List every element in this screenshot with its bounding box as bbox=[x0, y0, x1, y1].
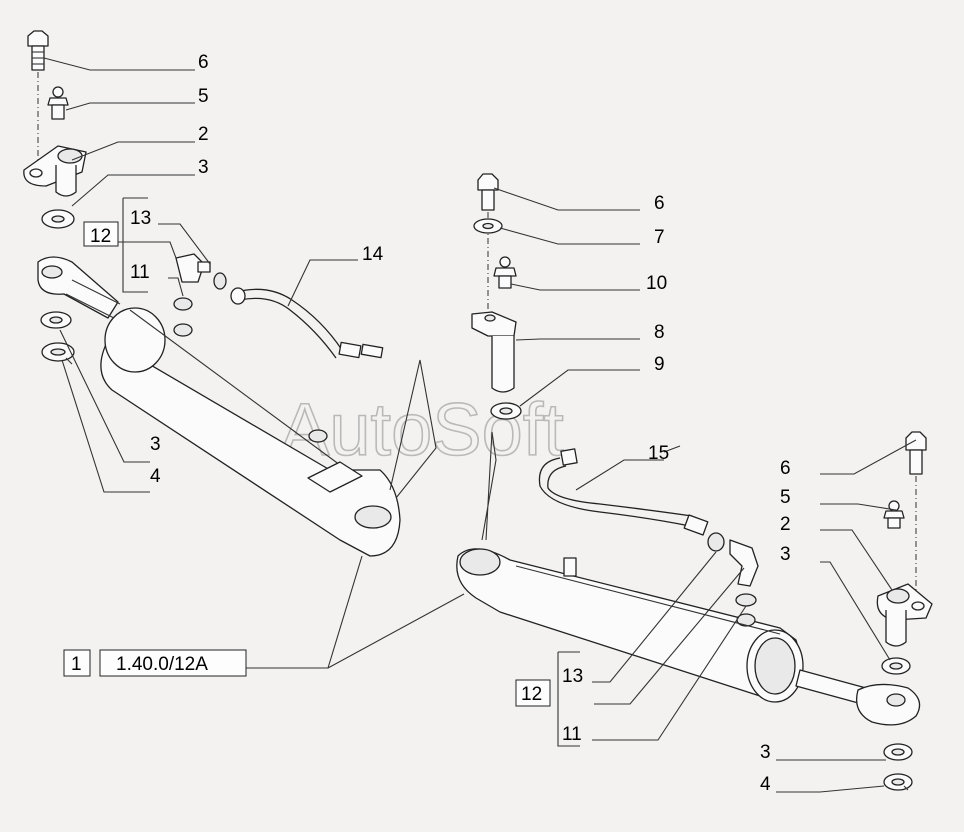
label-right-3: 3 bbox=[780, 544, 791, 565]
label-left-3b: 3 bbox=[150, 434, 161, 455]
left-snap-ring bbox=[41, 342, 75, 365]
right-bolt bbox=[905, 431, 927, 475]
label-left-12: 12 bbox=[90, 226, 111, 247]
left-cylinder bbox=[100, 307, 401, 557]
label-left-12-box bbox=[83, 221, 119, 247]
right-cylinder bbox=[456, 548, 804, 703]
label-left-5: 5 bbox=[198, 86, 209, 107]
label-right-5: 5 bbox=[780, 487, 791, 508]
right-grease-nipple-bracket bbox=[493, 256, 517, 289]
right-leader-lines bbox=[389, 187, 917, 793]
label-left-13: 13 bbox=[130, 208, 151, 229]
label-right-10: 10 bbox=[646, 273, 667, 294]
right-elbow-fitting bbox=[729, 539, 759, 587]
label-right-6: 6 bbox=[654, 193, 665, 214]
right-bracket-pin bbox=[471, 311, 517, 393]
label-left-4: 4 bbox=[150, 466, 161, 487]
left-rod-eye bbox=[37, 256, 121, 319]
right-pivot-pin bbox=[876, 583, 933, 647]
label-right-3b: 3 bbox=[760, 742, 771, 763]
right-piston-rod bbox=[795, 669, 921, 726]
right-bracket-washer bbox=[473, 218, 503, 234]
left-pivot-pin bbox=[23, 145, 87, 197]
label-left-2: 2 bbox=[198, 124, 209, 145]
left-o-ring-upper bbox=[213, 272, 227, 290]
label-left-6: 6 bbox=[198, 52, 209, 73]
left-leader-lines bbox=[43, 57, 358, 493]
left-grease-nipple bbox=[47, 86, 69, 120]
label-right-11: 11 bbox=[562, 724, 582, 745]
right-grease-nipple bbox=[883, 500, 905, 529]
right-bracket-bottom-washer bbox=[490, 402, 522, 420]
label-right-7: 7 bbox=[654, 227, 665, 248]
right-washer-bottom bbox=[883, 743, 913, 761]
watermark: AutoSoft bbox=[280, 388, 564, 471]
right-o-ring-upper bbox=[707, 532, 725, 552]
right-hose bbox=[538, 448, 709, 536]
label-right-4: 4 bbox=[760, 774, 771, 795]
label-right-12: 12 bbox=[521, 684, 542, 705]
label-right-12-box bbox=[515, 679, 551, 707]
left-elbow-fitting bbox=[173, 253, 211, 311]
left-washer-bottom bbox=[40, 311, 72, 329]
right-bracket-bolt bbox=[477, 173, 499, 211]
right-snap-ring bbox=[883, 773, 913, 791]
left-hose bbox=[230, 287, 384, 359]
label-right-6b: 6 bbox=[780, 458, 791, 479]
reference-code-box bbox=[99, 649, 247, 677]
reference-index: 1 bbox=[71, 654, 82, 675]
right-washer-top bbox=[881, 657, 911, 675]
left-bolt bbox=[27, 30, 49, 71]
label-left-11: 11 bbox=[130, 262, 150, 283]
label-right-15: 15 bbox=[648, 443, 669, 464]
label-left-14: 14 bbox=[362, 244, 384, 265]
right-o-ring-lower bbox=[735, 593, 757, 607]
label-right-9: 9 bbox=[654, 354, 665, 375]
reference-leaders bbox=[246, 555, 465, 669]
left-washer-top bbox=[41, 209, 75, 229]
label-right-13: 13 bbox=[562, 666, 583, 687]
label-left-3: 3 bbox=[198, 157, 209, 178]
label-right-8: 8 bbox=[654, 322, 665, 343]
reference-index-box bbox=[63, 649, 91, 677]
reference-code: 1.40.0/12A bbox=[116, 654, 208, 675]
label-right-2: 2 bbox=[780, 514, 791, 535]
